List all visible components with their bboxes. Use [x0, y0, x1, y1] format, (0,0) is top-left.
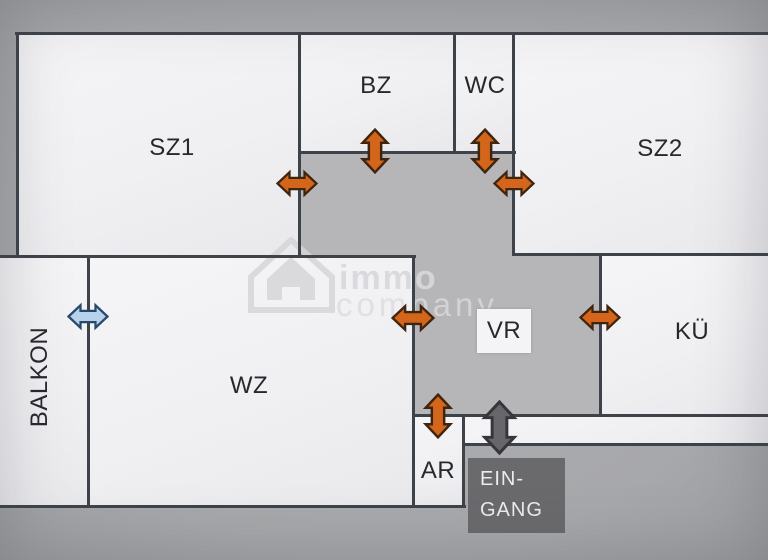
room-label-vr-box: VR	[477, 309, 531, 353]
balcony-door-arrow-icon	[66, 302, 110, 331]
wall-bz-wc	[453, 32, 456, 154]
door-arrow-wc-icon	[469, 127, 501, 175]
wall-ar-right	[462, 414, 465, 508]
room-label-wc: WC	[464, 72, 506, 99]
wall-sz1-left	[16, 32, 19, 258]
entrance-label-line1: EIN-	[480, 468, 524, 490]
wall-outer-top	[15, 32, 768, 35]
room-label-ku: KÜ	[674, 318, 710, 345]
room-balkon	[0, 256, 88, 507]
door-arrow-sz2-icon	[492, 169, 536, 198]
wall-wz-balkon-top	[0, 255, 416, 258]
room-label-ar: AR	[420, 457, 456, 484]
wall-balkon-wz	[87, 255, 90, 508]
room-sz2	[513, 33, 768, 255]
door-arrow-ku-icon	[578, 303, 622, 332]
wall-wz-right	[412, 255, 415, 508]
room-label-bz: BZ	[360, 72, 392, 99]
wall-wc-sz2	[512, 32, 515, 256]
door-arrow-ar-icon	[422, 392, 454, 440]
door-arrow-bz-icon	[359, 127, 391, 175]
wall-walkway-bottom	[463, 443, 768, 446]
room-label-balkon: BALKON	[26, 326, 53, 428]
wall-outer-bottom	[0, 505, 466, 508]
entrance-label: EIN- GANG	[468, 458, 565, 533]
wall-vr-ku-bottom	[413, 414, 768, 417]
room-label-sz1: SZ1	[149, 134, 195, 161]
room-label-wz: WZ	[229, 372, 269, 399]
room-label-vr: VR	[486, 317, 522, 344]
room-sz1	[17, 33, 299, 256]
door-arrow-sz1-icon	[275, 169, 319, 198]
wall-sz2-bottom	[513, 253, 768, 256]
wall-bz-wc-bottom	[299, 151, 516, 154]
wall-ku-left	[599, 253, 602, 417]
entrance-label-line2: GANG	[480, 499, 543, 521]
room-ku	[600, 255, 768, 416]
wall-sz1-right	[298, 32, 301, 258]
room-label-sz2: SZ2	[637, 135, 683, 162]
entrance-arrow-icon	[481, 399, 518, 456]
door-arrow-wz-icon	[390, 303, 436, 333]
